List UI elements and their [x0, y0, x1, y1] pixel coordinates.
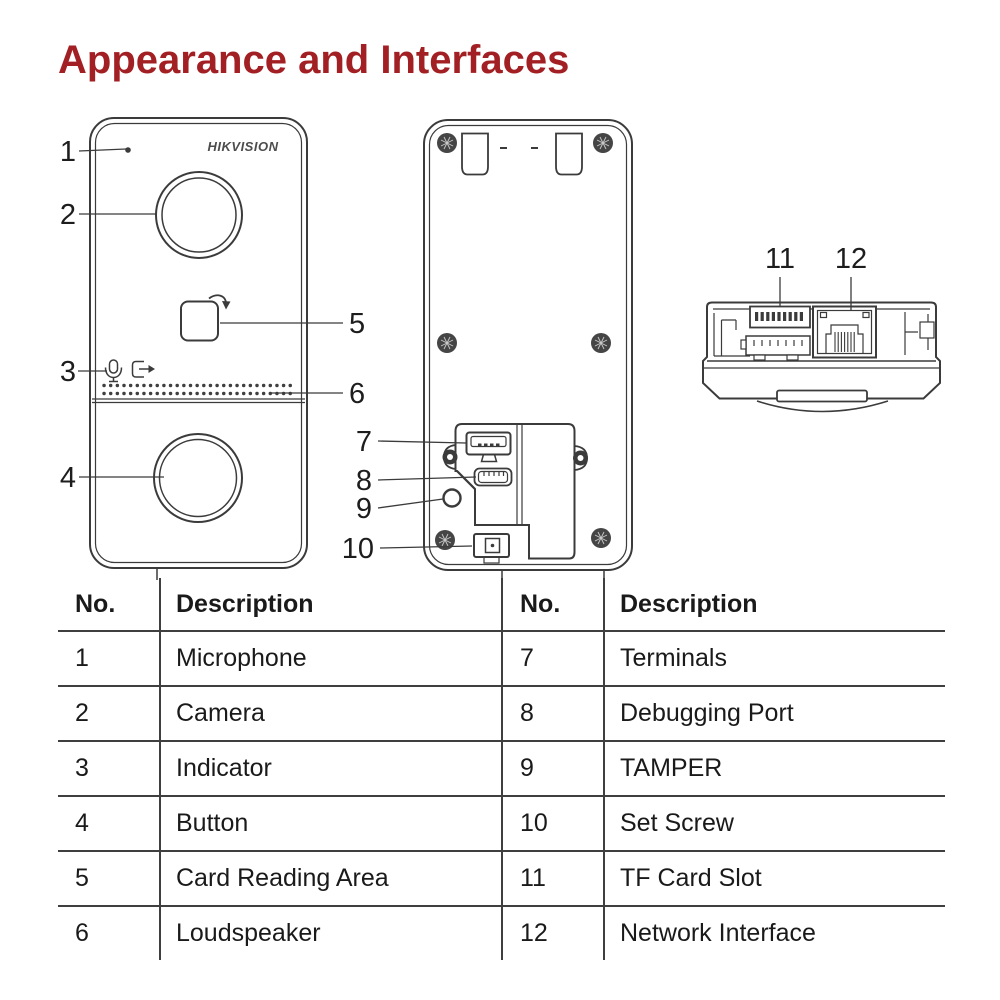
screw-icon: [593, 133, 613, 153]
network-interface-port: [812, 305, 877, 359]
table-cell-description: TF Card Slot: [603, 851, 945, 907]
back-view: [423, 119, 633, 580]
table-cell-description: Network Interface: [603, 906, 945, 960]
camera-lens: [155, 171, 243, 259]
column-header-no: No.: [58, 578, 160, 632]
microphone-hole: [125, 147, 131, 153]
callout-12: 12: [835, 243, 867, 275]
table-cell-description: Debugging Port: [603, 686, 945, 742]
page-title: Appearance and Interfaces: [58, 38, 570, 82]
terminal-compartment: [442, 423, 588, 564]
table-cell-description: Set Screw: [603, 796, 945, 852]
table-cell-no: 2: [58, 686, 160, 742]
table-cell-no: 1: [58, 631, 160, 687]
mounting-slot: [461, 132, 489, 176]
table-cell-description: Button: [159, 796, 502, 852]
table-cell-no: 7: [501, 631, 604, 687]
table-cell-no: 4: [58, 796, 160, 852]
table-row: 5 Card Reading Area 11 TF Card Slot: [58, 851, 945, 907]
callout-6: 6: [349, 378, 365, 410]
table-cell-description: Terminals: [603, 631, 945, 687]
callout-8: 8: [356, 465, 372, 497]
callout-1: 1: [60, 136, 76, 168]
front-panel-inner-outline: [94, 122, 303, 564]
compartment-chamfer: [456, 470, 476, 490]
description-table: No. Description No. Description 1 Microp…: [58, 578, 945, 960]
back-panel-inner-outline: [428, 124, 628, 566]
bottom-tab: [776, 389, 868, 403]
tf-card-slot: [749, 305, 811, 329]
table-row: 1 Microphone 7 Terminals: [58, 631, 945, 687]
column-header-description: Description: [159, 578, 502, 632]
table-row: 3 Indicator 9 TAMPER: [58, 741, 945, 797]
table-cell-no: 11: [501, 851, 604, 907]
column-header-no: No.: [501, 578, 604, 632]
set-screw: [473, 533, 510, 564]
tamper-button: [442, 488, 462, 508]
loudspeaker-grille: [102, 383, 298, 396]
device-diagram: HIKVISION: [60, 117, 941, 580]
table-cell-no: 6: [75, 919, 89, 947]
table-cell-description: Indicator: [159, 741, 502, 797]
right-notch: [919, 321, 935, 339]
exit-icon: [131, 360, 155, 378]
table-row: 4 Button 10 Set Screw: [58, 796, 945, 852]
inner-connector: [740, 335, 811, 361]
table-cell-description: Camera: [159, 686, 502, 742]
callout-10: 10: [342, 533, 374, 565]
brand-logo: HIKVISION: [208, 139, 279, 154]
callouts: 1 2 3 4 5 6 7 8 9 10 11 12: [60, 136, 867, 565]
callout-11: 11: [765, 243, 795, 275]
callout-5: 5: [349, 308, 365, 340]
debugging-port: [473, 467, 513, 487]
card-reading-area: [180, 294, 231, 342]
table-row: 6 Loudspeaker 12 Network Interface: [58, 906, 945, 960]
table-cell-no: 3: [58, 741, 160, 797]
callout-4: 4: [60, 462, 76, 494]
bottom-arc: [756, 400, 889, 413]
bottom-view: [702, 301, 941, 413]
screw-icon: [437, 333, 457, 353]
table-header-row: No. Description No. Description: [58, 578, 945, 632]
screw-icon: [591, 333, 611, 353]
table-cell-no: 5: [58, 851, 160, 907]
screw-icon: [591, 528, 611, 548]
screw-icon: [435, 530, 455, 550]
table-cell-description: Card Reading Area: [159, 851, 502, 907]
callout-2: 2: [60, 199, 76, 231]
table-cell-no: 12: [501, 906, 604, 960]
microphone-icon: [104, 359, 123, 383]
terminals-port: [465, 431, 512, 463]
table-cell-no: 10: [501, 796, 604, 852]
callout-9: 9: [356, 493, 372, 525]
table-cell-description: TAMPER: [603, 741, 945, 797]
compartment-outline: [454, 423, 576, 560]
column-header-description: Description: [603, 578, 945, 632]
table-cell-no: 9: [501, 741, 604, 797]
cable-channel-lines: [516, 424, 523, 525]
table-row: 2 Camera 8 Debugging Port: [58, 686, 945, 742]
mounting-slot: [555, 132, 583, 176]
table-cell-no: 8: [501, 686, 604, 742]
front-view: HIKVISION: [89, 117, 308, 580]
table-cell-description: Microphone: [159, 631, 502, 687]
left-bracket-lines: [713, 313, 750, 357]
front-panel-outline: [89, 117, 308, 569]
table-cell-description: Loudspeaker: [159, 906, 502, 960]
screw-icon: [437, 133, 457, 153]
callout-7: 7: [356, 426, 372, 458]
call-button: [153, 433, 243, 523]
callout-3: 3: [60, 356, 76, 388]
